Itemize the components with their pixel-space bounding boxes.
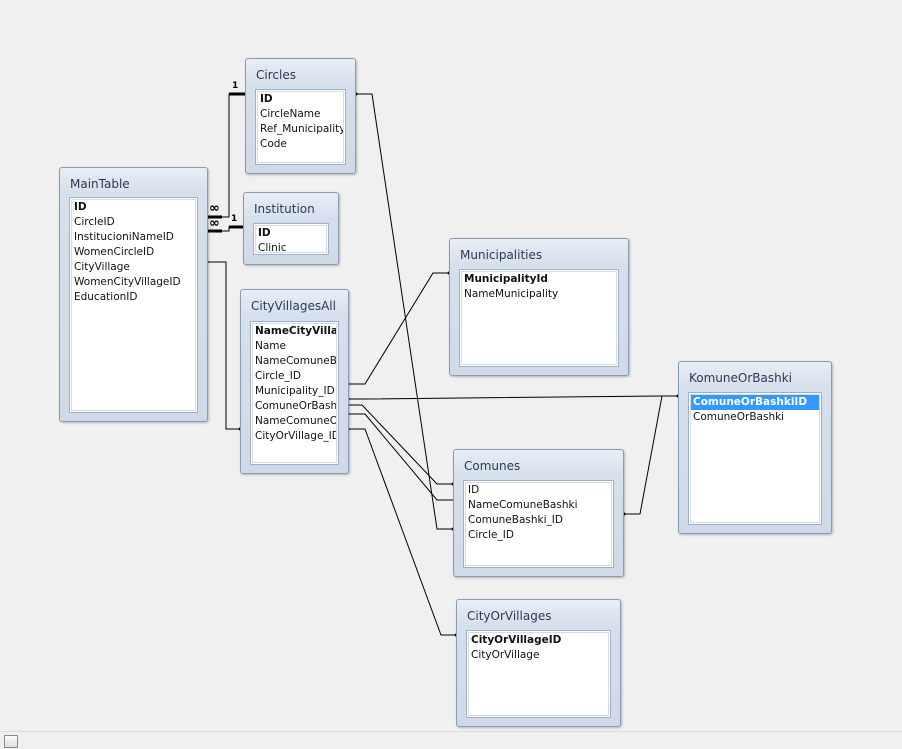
field-item[interactable]: ComuneOrBashki [693,411,785,423]
table-comunes[interactable]: Comunes ID NameComuneBashki ComuneBashki… [453,449,624,577]
field-item[interactable]: ID [74,201,87,213]
field-item[interactable]: NameComuneBashki [468,499,578,511]
one-marker: 1 [231,214,238,224]
field-item[interactable]: CityOrVillage_ID [255,430,336,442]
field-list[interactable]: ID CircleName Ref_Municipality Code [255,89,346,165]
many-marker: ∞ [209,216,220,231]
field-item[interactable]: Ref_Municipality [260,123,343,135]
horizontal-scrollbar[interactable] [0,731,902,749]
rel-cityvillagesall-cityorvillages [348,428,456,636]
field-item[interactable]: Clinic [258,242,287,253]
many-marker: ∞ [209,201,220,216]
rel-maintable-cityvillagesall [207,261,240,430]
table-maintable[interactable]: MainTable ID CircleID InstitucioniNameID… [59,167,208,422]
table-title: KomuneOrBashki [689,371,793,385]
field-item[interactable]: Municipality_ID [255,385,335,397]
table-title: Comunes [464,459,521,473]
field-item[interactable]: CityVillage [74,261,130,273]
field-list[interactable]: CityOrVillageID CityOrVillage [466,630,611,718]
field-item[interactable]: Name [255,340,286,352]
field-item[interactable]: MunicipalityId [464,273,548,285]
table-title: Circles [256,68,296,82]
one-marker: 1 [232,81,239,91]
field-item-selected[interactable]: ComuneOrBashkiID [691,395,819,410]
table-cityvillagesall[interactable]: CityVillagesAll NameCityVillageID Name N… [240,289,349,474]
table-cityorvillages[interactable]: CityOrVillages CityOrVillageID CityOrVil… [456,599,621,727]
field-item[interactable]: ComuneBashki_ID [468,514,563,526]
table-circles[interactable]: Circles ID CircleName Ref_Municipality C… [245,58,356,174]
rel-cityvillagesall-comunes-id [348,404,453,485]
field-item[interactable]: NameComuneBash [255,355,336,367]
table-title: CityVillagesAll [251,299,336,313]
table-title: Municipalities [460,248,543,262]
field-item[interactable]: InstitucioniNameID [74,231,174,243]
rel-comunes-komune [624,395,678,515]
field-list[interactable]: ID CircleID InstitucioniNameID WomenCirc… [69,197,198,413]
field-item[interactable]: ID [468,484,480,496]
field-item[interactable]: Circle_ID [255,370,301,382]
rel-cityvillagesall-komune [348,395,678,400]
field-item[interactable]: WomenCircleID [74,246,155,258]
table-institution[interactable]: Institution ID Clinic [243,192,339,265]
table-title: CityOrVillages [467,609,552,623]
field-list[interactable]: NameCityVillageID Name NameComuneBash Ci… [250,321,339,465]
field-item[interactable]: NameMunicipality [464,288,559,300]
rel-cityvillagesall-municipalities [348,272,449,385]
scroll-thumb[interactable] [4,735,18,748]
table-title: Institution [254,202,315,216]
field-item[interactable]: Circle_ID [468,529,514,541]
table-municipalities[interactable]: Municipalities MunicipalityId NameMunici… [449,238,629,376]
field-item[interactable]: WomenCityVillageID [74,276,181,288]
field-list[interactable]: ID NameComuneBashki ComuneBashki_ID Circ… [463,480,614,568]
field-item[interactable]: CityOrVillage [471,649,540,661]
field-list[interactable]: MunicipalityId NameMunicipality [459,269,619,367]
field-item[interactable]: CircleID [74,216,115,228]
field-item[interactable]: ID [260,93,273,105]
field-list[interactable]: ID Clinic [253,223,329,255]
field-item[interactable]: ID [258,227,271,239]
rel-circles-comunes [356,93,453,530]
field-item[interactable]: CircleName [260,108,321,120]
field-item[interactable]: CityOrVillageID [471,634,562,646]
table-komuneorbashki[interactable]: KomuneOrBashki ComuneOrBashkiID ComuneOr… [678,361,832,534]
table-title: MainTable [70,177,130,191]
field-item[interactable]: Code [260,138,287,150]
field-item[interactable]: NameCityVillageID [255,325,336,337]
field-item[interactable]: ComuneOrBashki_ [255,400,336,412]
field-item[interactable]: NameComuneOrBa [255,415,336,427]
field-list[interactable]: ComuneOrBashkiID ComuneOrBashki [688,392,822,525]
rel-cityvillagesall-comunes [348,413,453,501]
field-item[interactable]: EducationID [74,291,138,303]
rel-maintable-circles [207,93,245,218]
